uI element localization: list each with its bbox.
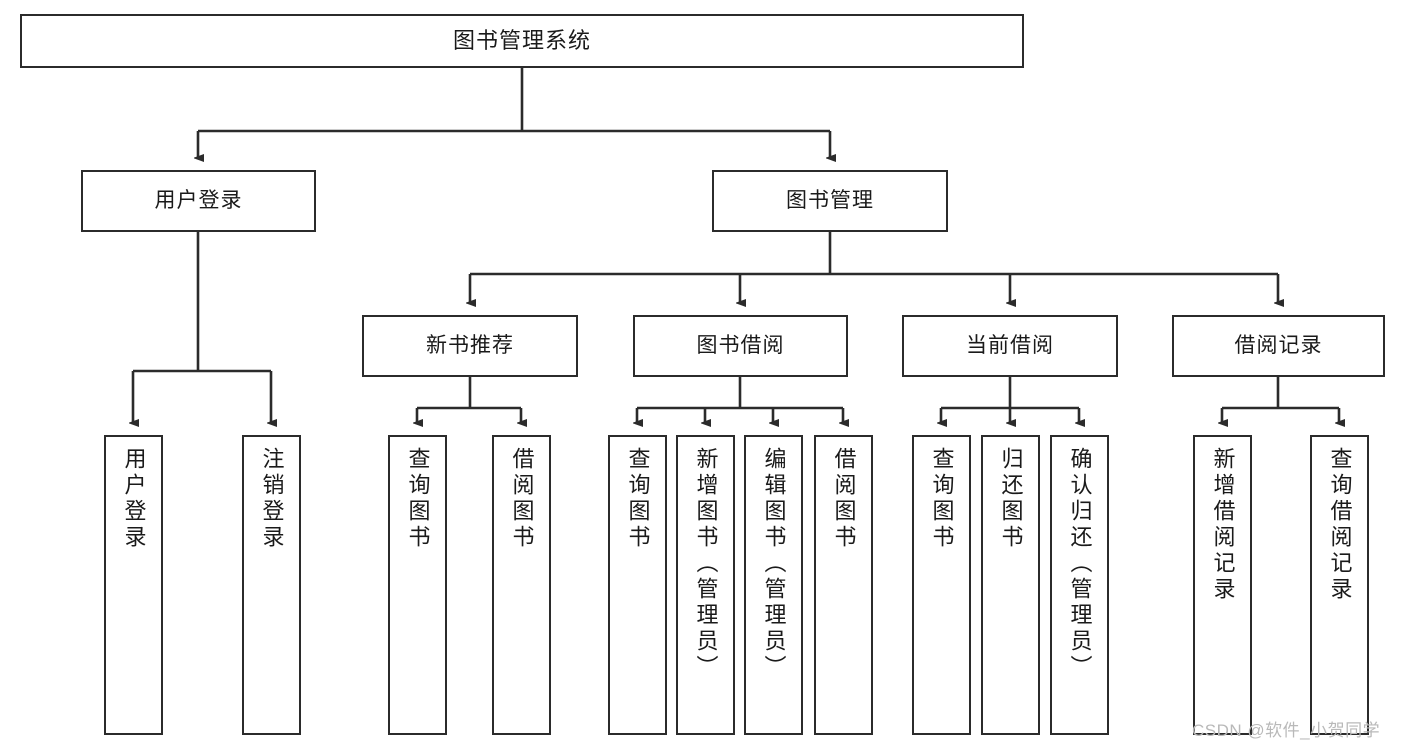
node-leaf-confirm-return[interactable]: 确认归还（管理员）	[1050, 435, 1109, 735]
node-leaf-edit-book[interactable]: 编辑图书（管理员）	[744, 435, 803, 735]
node-leaf-query-record-label: 查询借阅记录	[1327, 447, 1353, 603]
node-book-borrow[interactable]: 图书借阅	[633, 315, 848, 377]
node-leaf-edit-book-label: 编辑图书（管理员）	[761, 447, 787, 681]
node-leaf-user-logout[interactable]: 注销登录	[242, 435, 301, 735]
node-new-book-recommend[interactable]: 新书推荐	[362, 315, 578, 377]
node-leaf-add-book[interactable]: 新增图书（管理员）	[676, 435, 735, 735]
node-new-book-recommend-label: 新书推荐	[426, 333, 514, 357]
node-root-label: 图书管理系统	[452, 28, 591, 54]
node-leaf-return-book-label: 归还图书	[998, 447, 1024, 551]
node-leaf-borrow-book-2-label: 借阅图书	[831, 447, 857, 551]
node-book-manage-label: 图书管理	[786, 188, 874, 212]
node-leaf-query-book-2[interactable]: 查询图书	[608, 435, 667, 735]
node-borrow-record[interactable]: 借阅记录	[1172, 315, 1385, 377]
node-current-borrow[interactable]: 当前借阅	[902, 315, 1118, 377]
node-root[interactable]: 图书管理系统	[20, 14, 1024, 68]
node-leaf-query-book-2-label: 查询图书	[625, 447, 651, 551]
node-leaf-user-login-label: 用户登录	[121, 447, 147, 551]
node-leaf-query-book-1-label: 查询图书	[405, 447, 431, 551]
node-leaf-borrow-book-1[interactable]: 借阅图书	[492, 435, 551, 735]
node-leaf-confirm-return-label: 确认归还（管理员）	[1067, 447, 1093, 681]
node-leaf-query-book-3[interactable]: 查询图书	[912, 435, 971, 735]
node-user-login[interactable]: 用户登录	[81, 170, 316, 232]
node-leaf-borrow-book-2[interactable]: 借阅图书	[814, 435, 873, 735]
node-borrow-record-label: 借阅记录	[1234, 333, 1323, 357]
node-book-manage[interactable]: 图书管理	[712, 170, 948, 232]
node-leaf-add-record[interactable]: 新增借阅记录	[1193, 435, 1252, 735]
node-leaf-add-record-label: 新增借阅记录	[1210, 447, 1236, 603]
node-leaf-borrow-book-1-label: 借阅图书	[509, 447, 535, 551]
node-book-borrow-label: 图书借阅	[696, 333, 785, 357]
watermark-text: CSDN @软件_小贺同学	[1192, 721, 1381, 740]
node-current-borrow-label: 当前借阅	[966, 333, 1054, 357]
node-leaf-query-book-1[interactable]: 查询图书	[388, 435, 447, 735]
node-leaf-user-logout-label: 注销登录	[259, 447, 285, 551]
node-leaf-add-book-label: 新增图书（管理员）	[693, 447, 719, 681]
node-leaf-return-book[interactable]: 归还图书	[981, 435, 1040, 735]
node-user-login-label: 用户登录	[154, 188, 243, 212]
node-leaf-user-login[interactable]: 用户登录	[104, 435, 163, 735]
node-leaf-query-book-3-label: 查询图书	[929, 447, 955, 551]
node-leaf-query-record[interactable]: 查询借阅记录	[1310, 435, 1369, 735]
